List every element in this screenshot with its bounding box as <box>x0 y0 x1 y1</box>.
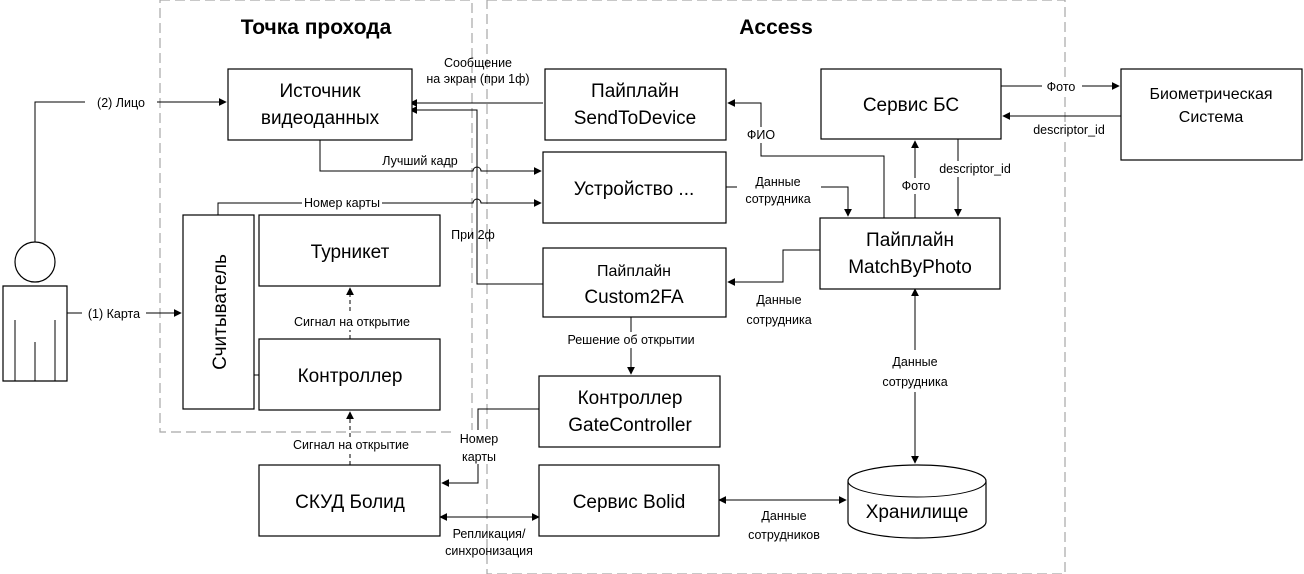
svg-text:Считыватель: Считыватель <box>210 254 231 370</box>
best-frame-label: Лучший кадр <box>382 154 458 168</box>
face-label: (2) Лицо <box>97 96 145 110</box>
biometric-box: Биометрическая Система <box>1120 68 1303 161</box>
best-frame-connector <box>319 140 542 175</box>
reader-box: Считыватель <box>182 214 255 410</box>
fio-label: ФИО <box>747 128 775 142</box>
svg-text:Турникет: Турникет <box>311 242 390 263</box>
storage-cylinder: Хранилище <box>847 464 987 539</box>
emp-data-4-label-a: Данные <box>761 509 806 523</box>
at-2f-connector <box>409 106 543 285</box>
svg-text:Сервис Bolid: Сервис Bolid <box>573 492 686 513</box>
emp-data-1-label-a: Данные <box>755 175 800 189</box>
svg-text:SendToDevice: SendToDevice <box>574 108 697 129</box>
photo-1-label: Фото <box>902 179 931 193</box>
svg-text:Контроллер: Контроллер <box>578 388 683 409</box>
zone-access-point: Точка прохода <box>159 0 473 433</box>
message-label-2: на экран (при 1ф) <box>426 72 529 86</box>
open-signal-1-label: Сигнал на открытие <box>294 315 410 329</box>
svg-text:видеоданных: видеоданных <box>261 108 380 129</box>
svg-text:Пайплайн: Пайплайн <box>866 230 954 251</box>
turnstile-box: Турникет <box>258 214 441 287</box>
message-label-1: Сообщение <box>444 56 512 70</box>
bolid-service-box: Сервис Bolid <box>538 464 720 537</box>
emp-data-3-label-a: Данные <box>892 355 937 369</box>
bs-service-box: Сервис БС <box>820 68 1002 140</box>
svg-text:Хранилище: Хранилище <box>866 502 969 523</box>
zone-access-title: Access <box>739 16 813 39</box>
gate-controller-box: Контроллер GateController <box>538 375 721 448</box>
svg-text:Устройство ...: Устройство ... <box>574 179 695 200</box>
replication-label-b: синхронизация <box>445 544 533 558</box>
emp-data-2-label-b: сотрудника <box>746 313 811 327</box>
video-source-box: Источник видеоданных <box>227 68 413 141</box>
card-num-2-label-a: Номер <box>460 432 499 446</box>
descriptor-2-label: descriptor_id <box>1033 123 1105 137</box>
zone-access: Access <box>486 0 1066 574</box>
pipeline-2fa-box: Пайплайн Custom2FA <box>542 247 727 318</box>
emp-data-2-label-a: Данные <box>756 293 801 307</box>
controller-box: Контроллер <box>258 338 441 411</box>
emp-data-4-label-b: сотрудников <box>748 528 820 542</box>
match-to-2fa-connector <box>727 249 820 286</box>
open-decision-label: Решение об открытии <box>567 333 694 347</box>
fio-connector <box>727 99 885 218</box>
person-icon <box>2 241 68 382</box>
svg-text:СКУД Болид: СКУД Болид <box>295 492 405 513</box>
at-2f-label: При 2ф <box>451 228 495 242</box>
svg-text:Система: Система <box>1179 109 1244 126</box>
replication-label-a: Репликация/ <box>453 527 526 541</box>
photo-2-label: Фото <box>1047 80 1076 94</box>
emp-data-3-label-b: сотрудника <box>882 375 947 389</box>
zone-access-point-title: Точка прохода <box>241 16 392 39</box>
skud-box: СКУД Болид <box>258 464 441 537</box>
descriptor-1-label: descriptor_id <box>939 162 1011 176</box>
card-number-connector <box>217 198 542 215</box>
open-signal-2-label: Сигнал на открытие <box>293 438 409 452</box>
face-connector <box>34 98 227 242</box>
card-num-2-label-b: карты <box>462 450 496 464</box>
svg-text:Пайплайн: Пайплайн <box>591 81 679 102</box>
svg-text:Биометрическая: Биометрическая <box>1149 86 1272 103</box>
svg-text:Custom2FA: Custom2FA <box>584 287 684 308</box>
svg-text:Сервис БС: Сервис БС <box>863 95 959 116</box>
svg-text:MatchByPhoto: MatchByPhoto <box>848 257 972 278</box>
svg-text:Пайплайн: Пайплайн <box>597 263 671 280</box>
emp-data-1-label-b: сотрудника <box>745 192 810 206</box>
device-box: Устройство ... <box>542 151 727 224</box>
card-label: (1) Карта <box>88 307 140 321</box>
match-pipeline-box: Пайплайн MatchByPhoto <box>819 217 1001 290</box>
svg-text:Источник: Источник <box>279 81 361 102</box>
svg-text:GateController: GateController <box>568 415 692 436</box>
card-number-label: Номер карты <box>304 196 380 210</box>
svg-text:Контроллер: Контроллер <box>298 366 403 387</box>
pipeline-send-box: Пайплайн SendToDevice <box>544 68 727 141</box>
